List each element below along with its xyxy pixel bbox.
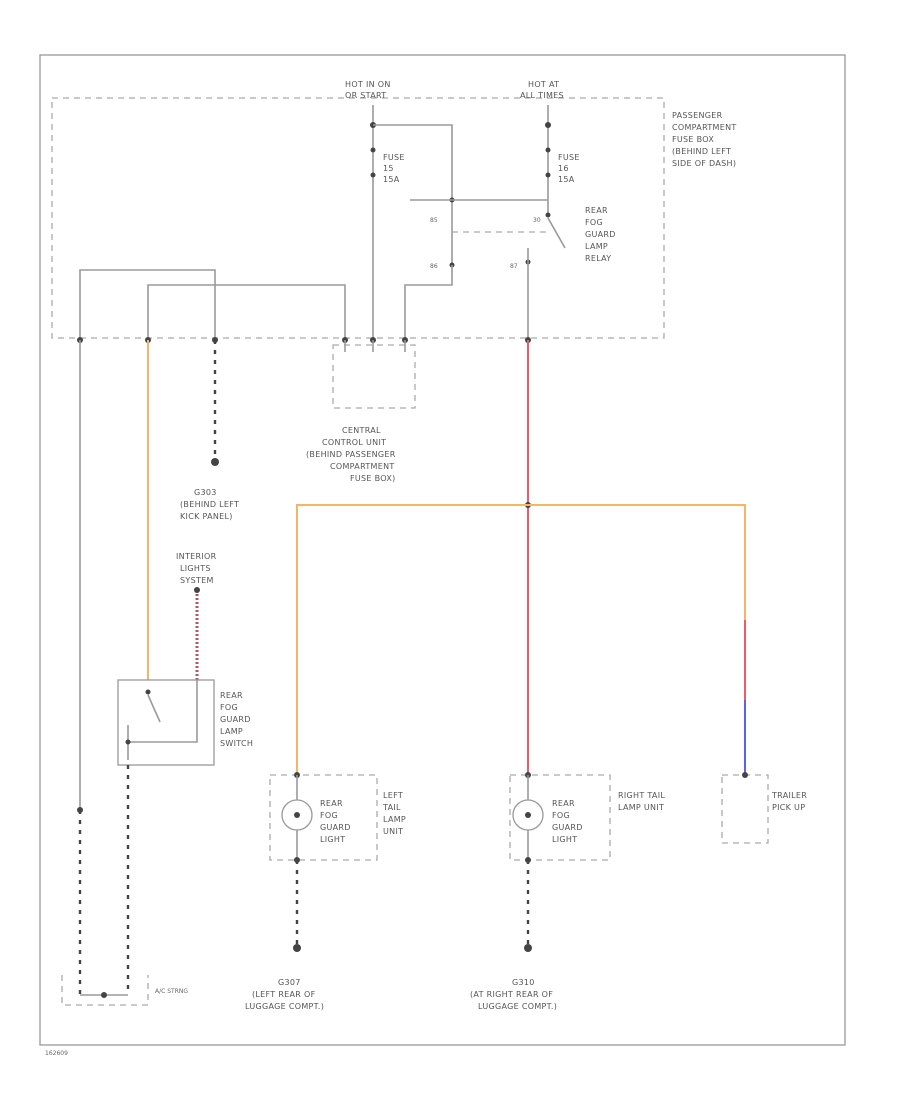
trailer-label-1: TRAILER — [771, 791, 807, 800]
right-lamp-label-2: FOG — [552, 811, 570, 820]
right-tail-label-1: RIGHT TAIL — [618, 791, 665, 800]
left-tail-label-1: LEFT — [383, 791, 403, 800]
coil-feed — [373, 124, 453, 200]
ac-strng-outline — [61, 975, 149, 1006]
distribution-orange — [296, 504, 746, 775]
right-lamp-label-3: GUARD — [552, 823, 583, 832]
interior-label-1: INTERIOR — [176, 552, 217, 561]
coil-return — [404, 265, 453, 340]
rear-fog-switch — [117, 679, 215, 766]
node — [742, 772, 748, 778]
right-tail-label-2: LAMP UNIT — [618, 803, 664, 812]
node — [545, 122, 551, 128]
relay-label-3: GUARD — [585, 230, 616, 239]
left-tail-label-3: LAMP — [383, 815, 406, 824]
ccu-label-4: COMPARTMENT — [330, 462, 395, 471]
switch-label-2: FOG — [220, 703, 238, 712]
pin-30-label: 30 — [533, 217, 541, 224]
ccu-label-3: (BEHIND PASSENGER — [306, 450, 396, 459]
fusebox-label-3: FUSE BOX — [672, 135, 714, 144]
switch-internal — [128, 680, 198, 743]
ground-g310 — [524, 944, 532, 952]
pin-85-label: 85 — [430, 217, 438, 224]
outer-frame — [39, 54, 846, 1046]
right-tail-lamp-unit — [509, 774, 611, 861]
relay-label-2: FOG — [585, 218, 603, 227]
g307-label-3: LUGGAGE COMPT.) — [245, 1002, 324, 1011]
fuse16-label-3: 15A — [558, 175, 575, 184]
trailer-pickup — [721, 774, 769, 844]
hot-all-label-1: HOT AT — [528, 80, 559, 89]
node — [194, 587, 200, 593]
fuse15-label-2: 15 — [383, 164, 394, 173]
relay-label-1: REAR — [585, 206, 608, 215]
fuse-15-terminal — [370, 147, 376, 153]
fuse15-label-3: 15A — [383, 175, 400, 184]
g310-label-1: G310 — [512, 978, 535, 987]
pin-86-label: 86 — [430, 263, 438, 270]
node — [77, 807, 83, 813]
g303-label-2: (BEHIND LEFT — [180, 500, 239, 509]
relay-contact-arm — [547, 217, 566, 249]
hot-run-label-2: OR START — [345, 91, 386, 100]
interior-label-2: LIGHTS — [180, 564, 211, 573]
g307-label-2: (LEFT REAR OF — [252, 990, 316, 999]
internal-loop-center — [147, 284, 346, 340]
left-tail-label-4: UNIT — [383, 827, 403, 836]
fusebox-label-1: PASSENGER — [672, 111, 723, 120]
fuse-15-terminal — [370, 172, 376, 178]
central-control-unit — [332, 344, 416, 409]
fusebox-label-5: SIDE OF DASH) — [672, 159, 736, 168]
switch-terminal — [145, 689, 151, 695]
g307-label-1: G307 — [278, 978, 301, 987]
switch-arm — [147, 694, 161, 723]
ac-strng-label: A/C STRNG — [155, 988, 188, 995]
ccu-label-5: FUSE BOX) — [350, 474, 396, 483]
switch-label-1: REAR — [220, 691, 243, 700]
internal-loop-left — [79, 269, 216, 340]
relay-label-4: LAMP — [585, 242, 608, 251]
fuse-box-outline — [51, 97, 665, 339]
g303-label-1: G303 — [194, 488, 217, 497]
g310-label-3: LUGGAGE COMPT.) — [478, 1002, 557, 1011]
left-lamp-label-1: REAR — [320, 799, 343, 808]
trailer-label-2: PICK UP — [772, 803, 805, 812]
ground-g303 — [211, 458, 219, 466]
fuse16-label-2: 16 — [558, 164, 569, 173]
relay-pin-30 — [545, 212, 551, 218]
g310-label-2: (AT RIGHT REAR OF — [470, 990, 553, 999]
g303-label-3: KICK PANEL) — [180, 512, 233, 521]
footer-id: 162609 — [45, 1050, 68, 1057]
ccu-label-1: CENTRAL — [342, 426, 381, 435]
bulb-filament — [294, 812, 300, 818]
bulb-filament — [525, 812, 531, 818]
fuse16-label-1: FUSE — [558, 153, 580, 162]
pin-87-label: 87 — [510, 263, 518, 270]
fusebox-label-2: COMPARTMENT — [672, 123, 737, 132]
fuse-16-terminal — [545, 172, 551, 178]
interior-label-3: SYSTEM — [180, 576, 214, 585]
hot-all-label-2: ALL TIMES — [520, 91, 564, 100]
switch-terminal — [125, 739, 131, 745]
left-lamp-label-3: GUARD — [320, 823, 351, 832]
ccu-label-2: CONTROL UNIT — [322, 438, 386, 447]
fuse-16-terminal — [545, 147, 551, 153]
hot-run-label-1: HOT IN ON — [345, 80, 391, 89]
right-lamp-label-4: LIGHT — [552, 835, 577, 844]
left-tail-lamp-unit — [269, 774, 378, 861]
node — [101, 992, 107, 998]
ground-g307 — [293, 944, 301, 952]
switch-label-5: SWITCH — [220, 739, 253, 748]
fusebox-label-4: (BEHIND LEFT — [672, 147, 731, 156]
left-lamp-label-2: FOG — [320, 811, 338, 820]
fuse15-label-1: FUSE — [383, 153, 405, 162]
relay-label-5: RELAY — [585, 254, 612, 263]
left-lamp-label-4: LIGHT — [320, 835, 345, 844]
switch-label-3: GUARD — [220, 715, 251, 724]
left-tail-label-2: TAIL — [382, 803, 401, 812]
right-lamp-label-1: REAR — [552, 799, 575, 808]
switch-label-4: LAMP — [220, 727, 243, 736]
